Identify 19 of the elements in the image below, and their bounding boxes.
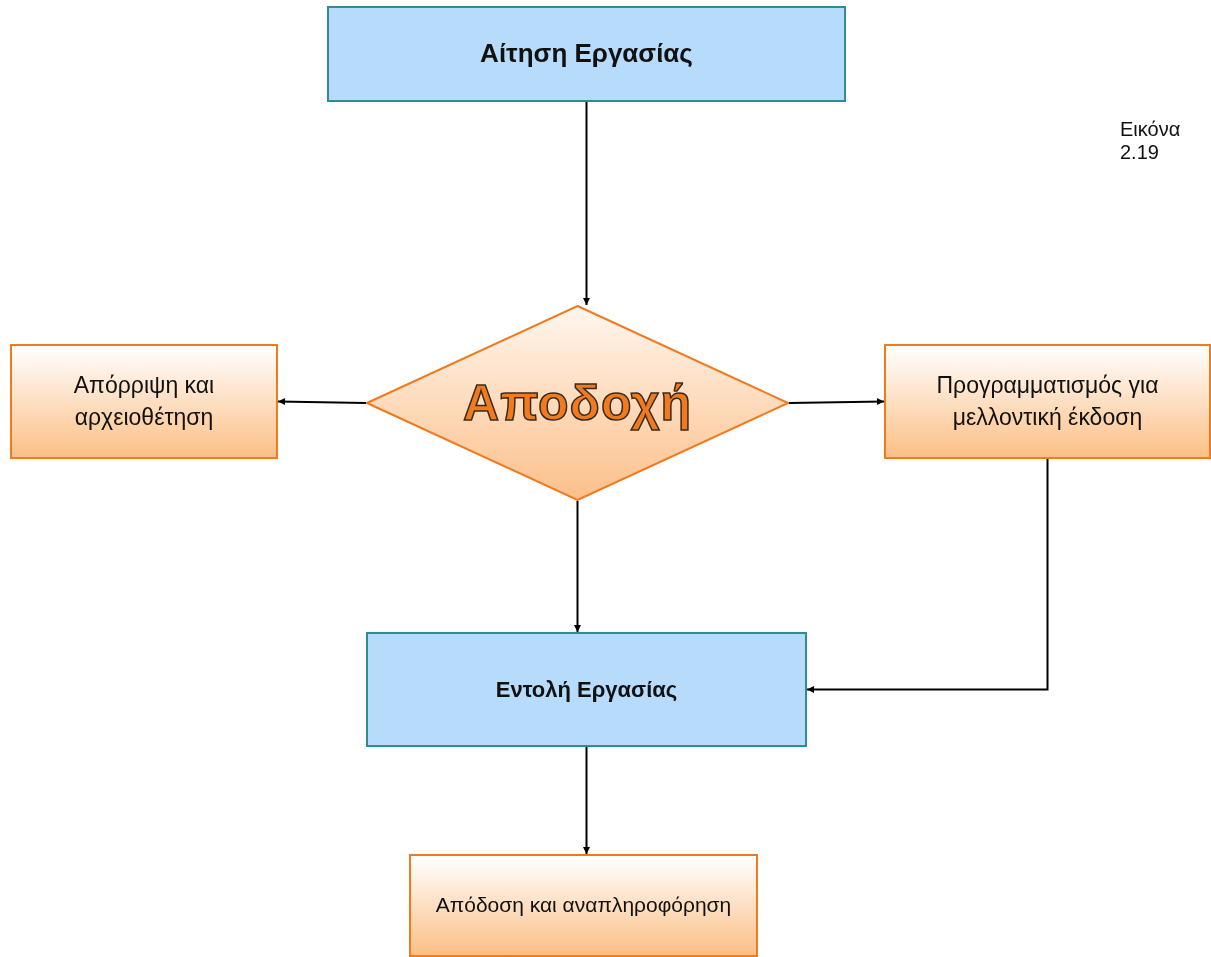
figure-number: Εικόνα 2.19: [1120, 118, 1182, 164]
decision-diamond: [366, 305, 789, 501]
box-label: Απόδοση και αναπληροφόρηση: [435, 892, 732, 919]
arrow: [574, 500, 581, 633]
process-box: [884, 344, 1211, 459]
process-box: [409, 854, 758, 957]
box-label: Αίτηση Εργασίας: [480, 37, 693, 71]
arrow: [277, 398, 367, 406]
arrow: [788, 398, 885, 406]
box-label: Απόρριψη και αρχειοθέτηση: [72, 371, 216, 432]
process-box: [327, 6, 846, 102]
box-label: Προγραμματισμός για μελλοντική έκδοση: [935, 371, 1160, 432]
process-box: [10, 344, 278, 459]
box-label: Εντολή Εργασίας: [495, 675, 678, 704]
arrow: [583, 746, 590, 855]
arrow: [806, 458, 1049, 693]
process-box: [366, 632, 807, 747]
arrow: [583, 101, 590, 306]
decision-label: Αποδοχή: [463, 374, 692, 432]
